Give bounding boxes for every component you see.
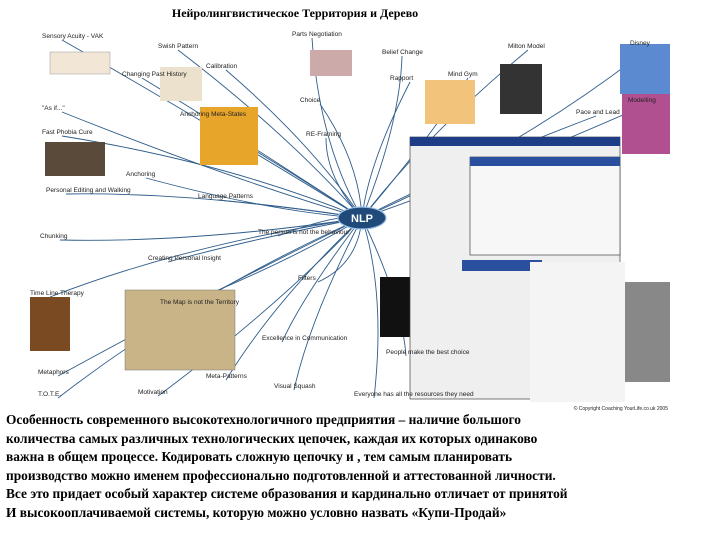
node-label: Anchoring Meta-States (180, 111, 247, 118)
branch-line (361, 55, 403, 219)
caption-line: производство можно именем профессиональн… (6, 467, 556, 483)
time-line-image (30, 297, 70, 351)
node-label: Excellence in Communication (262, 335, 348, 342)
caption-line: количества самых различных технологическ… (6, 430, 538, 446)
branch-line (319, 103, 363, 219)
center-node-ellipse (337, 206, 387, 230)
node-label: Motivation (138, 389, 168, 396)
branch-line (167, 217, 363, 263)
node-label: Fast Phobia Cure (42, 129, 93, 136)
illustrations (30, 44, 670, 382)
spacer (300, 292, 390, 372)
node-label: T.O.T.E. (38, 391, 61, 398)
app-window-front (469, 156, 621, 256)
node-label: Changing Past History (122, 71, 187, 78)
world-map-image (124, 289, 236, 371)
mind-gym-image (425, 80, 475, 124)
caption-line: И высокооплачиваемой системы, которую мо… (6, 504, 507, 520)
node-label: Sensory Acuity - VAK (42, 33, 104, 40)
nlp-mind-map: Sensory Acuity - VAK Swish Pattern Parts N… (30, 22, 670, 412)
tarantula-image (45, 142, 105, 176)
branch-line (157, 217, 363, 397)
branch-line (361, 217, 379, 399)
branch-line (49, 217, 363, 298)
branch-line (293, 217, 363, 391)
caption-line: Все это придает особый характер системе … (6, 486, 568, 501)
center-node-label: NLP (351, 213, 373, 225)
node-labels: Sensory Acuity - VAK Swish Pattern Parts N… (30, 31, 656, 398)
app-window-mid-titlebar (462, 260, 542, 271)
node-label: Language Patterns (198, 193, 254, 200)
handshake-image (310, 50, 352, 76)
branch-line (59, 217, 363, 241)
node-label: Creating Personal Insight (148, 255, 221, 262)
node-label: Pace and Lead (576, 109, 620, 116)
node-label: Anchoring (126, 171, 156, 178)
node-label: Milton Model (508, 43, 545, 50)
node-label: Metaphors (38, 369, 69, 376)
node-label: People make the best choice (386, 349, 470, 356)
node-label: Everyone has all the resources they need (354, 391, 474, 398)
copyright-note: © Copyright Coaching YourLife.co.uk 2005 (574, 405, 669, 412)
node-label: Visual Squash (274, 383, 316, 390)
caption-line: важна в общем процессе. Кодировать сложн… (6, 449, 513, 464)
software-windows (409, 136, 625, 402)
node-label: RE-Framing (306, 131, 341, 138)
node-label: Chunking (40, 233, 68, 240)
milton-erickson-photo (500, 64, 542, 114)
branch-line (361, 81, 411, 219)
calibration-image (160, 67, 202, 101)
branch-line (225, 69, 363, 219)
app-window-front-titlebar (470, 157, 620, 166)
node-label: Calibration (206, 63, 237, 70)
node-label: Belief Change (382, 49, 423, 56)
node-label: Rapport (390, 75, 413, 82)
caption-line: Особенность современного высокотехнологи… (6, 412, 521, 427)
node-label: Parts Negotiation (292, 31, 342, 38)
branch-line (225, 217, 363, 381)
center-node: NLP (337, 206, 387, 230)
usa-map-image (200, 107, 258, 165)
node-label: Filters (298, 275, 316, 282)
node-label: "As if..." (42, 105, 65, 112)
mind-map-canvas: Sensory Acuity - VAK Swish Pattern Parts N… (30, 31, 670, 412)
node-label: Swish Pattern (158, 43, 198, 50)
branch-line (177, 49, 363, 219)
node-label: Disney (630, 40, 651, 47)
node-label: Modelling (628, 97, 656, 104)
branch-line (281, 217, 363, 343)
node-label: The Map is not the Territory (160, 299, 240, 306)
tree-branch-image (530, 262, 625, 402)
node-label: Meta-Patterns (206, 373, 248, 380)
disney-image (620, 44, 670, 94)
node-label: The person is not the behaviour (258, 229, 350, 236)
modelling-photo (622, 94, 670, 154)
right-edge-image (625, 282, 670, 382)
slide-title: Нейролингвистическое Территория и Дерево (171, 6, 419, 20)
branch-line (61, 111, 363, 219)
node-label: Choice (300, 97, 321, 104)
app-window-back-titlebar (410, 137, 620, 146)
eye-ear-hand-image (49, 51, 111, 75)
node-label: Mind Gym (448, 71, 478, 78)
node-label: Personal Editing and Walking (46, 187, 131, 194)
node-label: Time Line Therapy (30, 290, 85, 297)
caption: Особенность современного высокотехнологи… (6, 411, 714, 522)
